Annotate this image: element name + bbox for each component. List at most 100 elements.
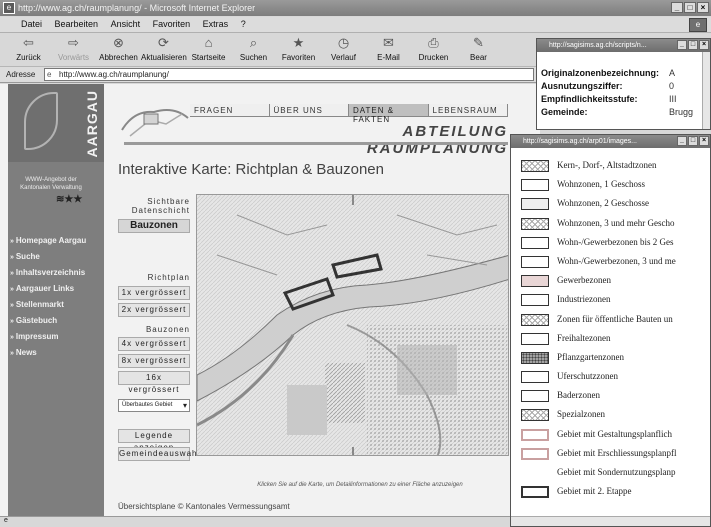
info-key: Originalzonenbezeichnung: bbox=[541, 68, 660, 78]
legend-label: Gebiet mit 2. Etappe bbox=[557, 486, 632, 497]
nav-impressum[interactable]: Impressum bbox=[10, 332, 106, 341]
nav-stellenmarkt[interactable]: Stellenmarkt bbox=[10, 300, 106, 309]
bauzonen-zoom-8x-button[interactable]: 8x vergrössert bbox=[118, 354, 190, 368]
toolbar-button-label: Vorwärts bbox=[57, 53, 90, 62]
department-title: ABTEILUNG RAUMPLANUNG bbox=[366, 123, 508, 157]
toolbar-button-zur-ck[interactable]: ⇦Zurück bbox=[6, 33, 51, 66]
tab-ueber-uns[interactable]: ÜBER UNS bbox=[269, 104, 349, 117]
legend-swatch bbox=[521, 179, 549, 192]
legend-label: Gebiet mit Erschliessungsplanpfl bbox=[557, 447, 677, 458]
legend-label: Kern-, Dorf-, Altstadtzonen bbox=[557, 160, 657, 170]
toolbar-button-label: Favoriten bbox=[281, 53, 316, 62]
legend-close-button[interactable]: × bbox=[699, 136, 709, 146]
toolbar-button-aktualisieren[interactable]: ⟳Aktualisieren bbox=[141, 33, 187, 66]
address-bar: Adresse http://www.ag.ch/raumplanung/ bbox=[0, 67, 540, 83]
aargau-logo: AARGAU bbox=[8, 84, 104, 162]
tab-fragen[interactable]: FRAGEN bbox=[190, 104, 270, 117]
toolbar-button-favoriten[interactable]: ★ Favoriten bbox=[276, 33, 321, 66]
toolbar-button-suchen[interactable]: ⌕Suchen bbox=[231, 33, 276, 66]
menu-bearbeiten[interactable]: Bearbeiten bbox=[54, 19, 99, 29]
legend-label: Industriezonen bbox=[557, 294, 611, 305]
info-minimize-button[interactable]: _ bbox=[677, 40, 687, 50]
toolbar-button-e-mail[interactable]: ✉E-Mail bbox=[366, 33, 411, 66]
nav-gaestebuch[interactable]: Gästebuch bbox=[10, 316, 106, 325]
info-maximize-button[interactable]: □ bbox=[688, 40, 698, 50]
tab-lebensraum[interactable]: LEBENSRAUM bbox=[428, 104, 508, 117]
nav-inhaltsverzeichnis[interactable]: Inhaltsverzeichnis bbox=[10, 268, 106, 277]
legend-swatch bbox=[521, 160, 549, 172]
info-close-button[interactable]: × bbox=[699, 40, 709, 50]
toolbar-button-label: E-Mail bbox=[377, 53, 400, 62]
info-scrollbar[interactable] bbox=[702, 52, 710, 129]
nav-suche[interactable]: Suche bbox=[10, 252, 106, 261]
region-select[interactable]: Überbautes Gebiet bbox=[118, 399, 190, 412]
toolbar-button-drucken[interactable]: ⎙Drucken bbox=[411, 33, 456, 66]
layer-bauzonen-button[interactable]: Bauzonen bbox=[118, 219, 190, 233]
richtplan-zoom-1x-button[interactable]: 1x vergrössert bbox=[118, 286, 190, 300]
legend-minimize-button[interactable]: _ bbox=[677, 136, 687, 146]
info-value: A bbox=[669, 68, 676, 78]
toolbar-button-vorw-rts[interactable]: ⇨Vorwärts bbox=[51, 33, 96, 66]
toolbar-button-label: Aktualisieren bbox=[141, 53, 187, 62]
toolbar: ⇦Zurück⇨Vorwärts⊗Abbrechen⟳Aktualisieren… bbox=[0, 33, 540, 67]
legend-item: Wohn-/Gewerbezonen, 3 und me bbox=[521, 253, 711, 272]
legend-item: Gebiet mit 2. Etappe bbox=[521, 483, 711, 502]
menu-favoriten[interactable]: Favoriten bbox=[152, 19, 191, 29]
legend-item: Pflanzgartenzonen bbox=[521, 349, 711, 368]
tab-daten-fakten[interactable]: DATEN & FAKTEN bbox=[349, 104, 429, 124]
legend-button[interactable]: Legende anzeigen bbox=[118, 429, 190, 452]
header-rule bbox=[124, 142, 508, 145]
info-popup-controls: _ □ × bbox=[677, 40, 709, 50]
status-bar: e bbox=[0, 516, 540, 527]
legend-label: Baderzonen bbox=[557, 390, 600, 401]
legend-item: Baderzonen bbox=[521, 387, 711, 406]
interactive-map[interactable] bbox=[196, 194, 509, 456]
history-icon: ◷ bbox=[337, 35, 350, 50]
legend-label: Pflanzgartenzonen bbox=[557, 351, 624, 362]
richtplan-zoom-2x-button[interactable]: 2x vergrössert bbox=[118, 303, 190, 317]
copyright-footer: Übersichtsplane © Kantonales Vermessungs… bbox=[118, 502, 290, 511]
toolbar-button-abbrechen[interactable]: ⊗Abbrechen bbox=[96, 33, 141, 66]
legend-popup-controls: _ □ × bbox=[677, 136, 709, 146]
legend-horizontal-scrollbar[interactable] bbox=[511, 516, 710, 526]
bauzonen-zoom-4x-button[interactable]: 4x vergrössert bbox=[118, 337, 190, 351]
legend-item: Gebiet mit Sondernutzungsplanp bbox=[521, 464, 711, 483]
legend-swatch bbox=[521, 486, 549, 499]
municipality-button[interactable]: Gemeindeauswahl bbox=[118, 447, 199, 461]
info-popup-title: http://sagisims.ag.ch/scripts/n... bbox=[549, 42, 647, 49]
address-input[interactable]: http://www.ag.ch/raumplanung/ bbox=[44, 68, 534, 81]
logo-text: AARGAU bbox=[84, 90, 100, 158]
minimize-button[interactable]: _ bbox=[671, 2, 683, 13]
nav-news[interactable]: News bbox=[10, 348, 106, 357]
favorites-icon: ★ bbox=[292, 35, 305, 50]
maximize-button[interactable]: □ bbox=[684, 2, 696, 13]
legend-item: Wohnzonen, 3 und mehr Gescho bbox=[521, 215, 711, 234]
toolbar-button-label: Suchen bbox=[239, 53, 268, 62]
window-controls: _ □ × bbox=[671, 2, 709, 13]
menu-help[interactable]: ? bbox=[240, 19, 246, 29]
menu-extras[interactable]: Extras bbox=[202, 19, 229, 29]
legend-maximize-button[interactable]: □ bbox=[688, 136, 698, 146]
toolbar-button-bear[interactable]: ✎Bear bbox=[456, 33, 501, 66]
legend-swatch bbox=[521, 371, 549, 384]
back-arrow-icon: ⇦ bbox=[23, 35, 34, 50]
legend-label: Uferschutzzonen bbox=[557, 371, 618, 382]
hand-illustration bbox=[121, 109, 189, 137]
toolbar-button-verlauf[interactable]: ◷Verlauf bbox=[321, 33, 366, 66]
nav-aargauer-links[interactable]: Aargauer Links bbox=[10, 284, 106, 293]
toolbar-button-startseite[interactable]: ⌂Startseite bbox=[186, 33, 231, 66]
legend-swatch bbox=[521, 313, 549, 326]
legend-swatch bbox=[521, 275, 549, 288]
menu-datei[interactable]: Datei bbox=[21, 19, 43, 29]
menu-ansicht[interactable]: Ansicht bbox=[110, 19, 141, 29]
tagline: WWW-Angebot der Kantonalen Verwaltung bbox=[20, 177, 82, 191]
legend-label: Gebiet mit Gestaltungsplanflich bbox=[557, 428, 672, 439]
zone-info-table: Originalzonenbezeichnung: A Ausnutzungsz… bbox=[541, 67, 693, 119]
web-page: AARGAU WWW-Angebot der Kantonalen Verwal… bbox=[0, 84, 540, 516]
nav-homepage[interactable]: Homepage Aargau bbox=[10, 236, 106, 245]
legend-swatch bbox=[521, 255, 549, 268]
bauzonen-zoom-16x-button[interactable]: 16x vergrössert bbox=[118, 371, 190, 394]
close-button[interactable]: × bbox=[697, 2, 709, 13]
edit-icon: ✎ bbox=[473, 35, 484, 50]
